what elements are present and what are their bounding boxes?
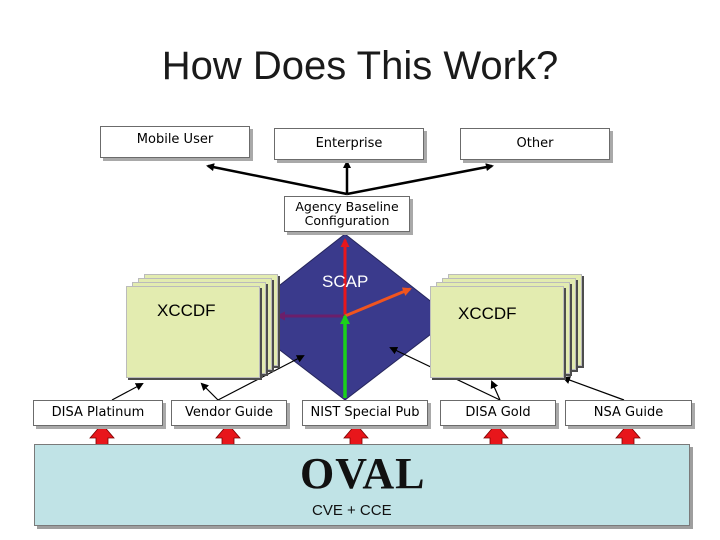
xccdf-stack-right xyxy=(430,274,582,378)
xccdf-label-left: XCCDF xyxy=(157,301,216,320)
consumer-label: Enterprise xyxy=(315,136,383,151)
baseline-line-2: Configuration xyxy=(304,213,390,228)
oval-arrow-2 xyxy=(215,423,241,447)
page-title: How Does This Work? xyxy=(161,44,559,88)
oval-arrow-5 xyxy=(615,423,641,447)
oval-arrow-3 xyxy=(343,423,369,447)
xccdf-page xyxy=(126,286,260,378)
arrow-to-other xyxy=(346,163,494,196)
consumer-label: Other xyxy=(516,136,554,151)
scap-label: SCAP xyxy=(322,272,369,291)
oval-up-arrows xyxy=(89,423,641,447)
consumer-label: Mobile User xyxy=(136,132,214,147)
source-box-nist-special-pub: NIST Special Pub xyxy=(302,400,428,426)
source-box-vendor-guide: Vendor Guide xyxy=(171,400,287,426)
baseline-line-1: Agency Baseline xyxy=(295,199,399,214)
xccdf-stack-left xyxy=(126,274,278,378)
xccdf-page xyxy=(430,286,564,378)
consumer-box-other: Other xyxy=(460,128,610,160)
arrow-gold-to-xccdf xyxy=(490,380,501,401)
oval-arrow-4 xyxy=(483,423,509,447)
source-label: DISA Platinum xyxy=(51,405,145,420)
source-label: NSA Guide xyxy=(593,405,664,420)
source-label: Vendor Guide xyxy=(185,405,273,420)
arrow-platinum-to-xccdf xyxy=(111,383,144,401)
agency-baseline-box: Agency Baseline Configuration xyxy=(284,196,410,232)
arrow-vendor-to-scap xyxy=(217,355,305,401)
source-box-disa-gold: DISA Gold xyxy=(440,400,556,426)
arrow-to-mobile-user xyxy=(206,163,348,196)
source-box-nsa-guide: NSA Guide xyxy=(565,400,692,426)
xccdf-label-right: XCCDF xyxy=(458,304,517,323)
source-box-disa-platinum: DISA Platinum xyxy=(33,400,163,426)
cve-cce-label: CVE + CCE xyxy=(312,502,392,519)
arrow-nsa-to-xccdf xyxy=(562,376,625,401)
arrow-vendor-to-xccdf xyxy=(200,382,219,401)
source-label: DISA Gold xyxy=(465,405,531,420)
oval-base-box xyxy=(34,444,690,526)
source-label: NIST Special Pub xyxy=(310,405,420,420)
consumer-box-mobile-user: Mobile User xyxy=(100,126,250,158)
scap-arrow-right-orange xyxy=(344,287,412,318)
oval-label: OVAL xyxy=(300,449,426,498)
consumer-box-enterprise: Enterprise xyxy=(274,128,424,160)
oval-arrow-1 xyxy=(89,423,115,447)
